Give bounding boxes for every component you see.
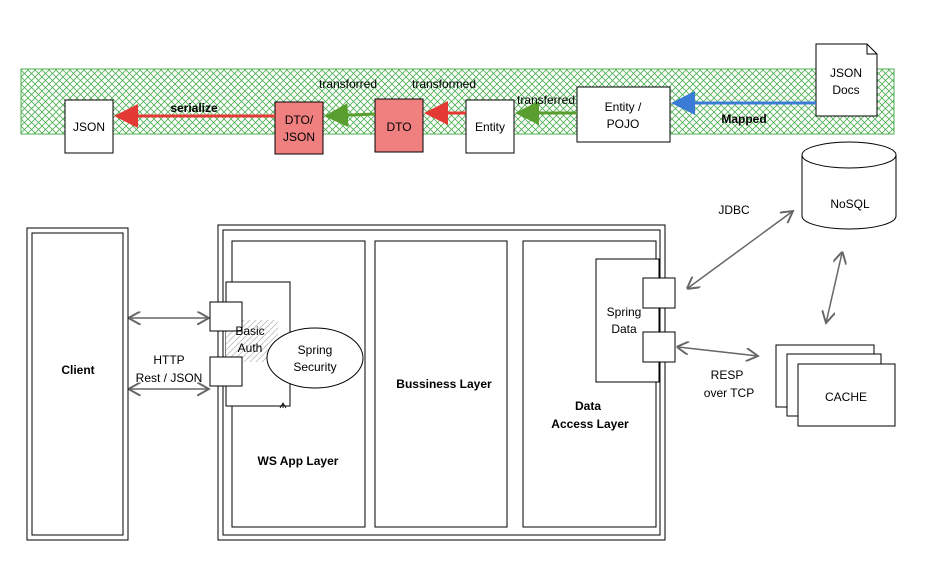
json-node[interactable]: JSON xyxy=(64,99,114,154)
cache-stack[interactable]: CACHE xyxy=(775,344,896,427)
jdbc-label: JDBC xyxy=(718,203,750,217)
data-access-label-1: Data xyxy=(575,399,601,413)
rest-json-label: Rest / JSON xyxy=(136,371,203,385)
spring-data-label-2: Data xyxy=(611,322,637,336)
json-docs-node[interactable]: JSON Docs xyxy=(815,43,878,117)
http-label: HTTP xyxy=(153,353,184,367)
jdbc-arrow xyxy=(688,211,793,288)
dto-json-label-1: DTO/ xyxy=(285,113,314,127)
spring-security-node[interactable]: Spring Security xyxy=(266,327,364,389)
resp-label-1: RESP xyxy=(711,368,744,382)
entity-label: Entity xyxy=(475,120,505,134)
business-layer[interactable]: Bussiness Layer xyxy=(374,240,508,528)
dto-node[interactable]: DTO xyxy=(374,98,424,153)
nosql-cache-arrow xyxy=(826,253,842,323)
resp-arrow xyxy=(678,347,758,356)
basic-auth-label-2: Auth xyxy=(238,341,263,355)
component-icon xyxy=(279,402,287,409)
dto-label: DTO xyxy=(386,120,411,134)
transferred-label: transferred xyxy=(517,93,575,107)
json-label: JSON xyxy=(73,120,105,134)
spring-security-label-1: Spring xyxy=(298,343,333,357)
basic-auth-label-1: Basic xyxy=(235,324,264,338)
entity-pojo-label-1: Entity / xyxy=(605,100,642,114)
entity-pojo-node[interactable]: Entity / POJO xyxy=(576,86,671,143)
transformed-label: transformed xyxy=(412,77,476,91)
json-docs-label-2: Docs xyxy=(832,83,859,97)
client-label: Client xyxy=(61,363,94,377)
transforred-label: transforred xyxy=(319,77,377,91)
business-layer-label: Bussiness Layer xyxy=(396,377,492,391)
spring-data-component[interactable]: Spring Data xyxy=(595,258,676,383)
cache-label: CACHE xyxy=(825,390,867,404)
spring-security-label-2: Security xyxy=(293,360,336,374)
dto-json-label-2: JSON xyxy=(283,130,315,144)
data-access-label-2: Access Layer xyxy=(551,417,629,431)
resp-label-2: over TCP xyxy=(704,386,754,400)
ws-app-layer-label: WS App Layer xyxy=(258,454,339,468)
transforred-arrow xyxy=(324,103,376,128)
dto-json-node[interactable]: DTO/ JSON xyxy=(274,101,324,155)
serialize-label: serialize xyxy=(170,101,218,115)
mapped-label: Mapped xyxy=(721,112,766,126)
entity-pojo-label-2: POJO xyxy=(607,117,640,131)
nosql-database[interactable]: NoSQL xyxy=(801,141,897,230)
json-docs-label-1: JSON xyxy=(830,66,862,80)
entity-node[interactable]: Entity xyxy=(465,99,515,154)
spring-data-label-1: Spring xyxy=(607,305,642,319)
nosql-label: NoSQL xyxy=(830,197,870,211)
client-box[interactable]: Client xyxy=(26,227,129,541)
